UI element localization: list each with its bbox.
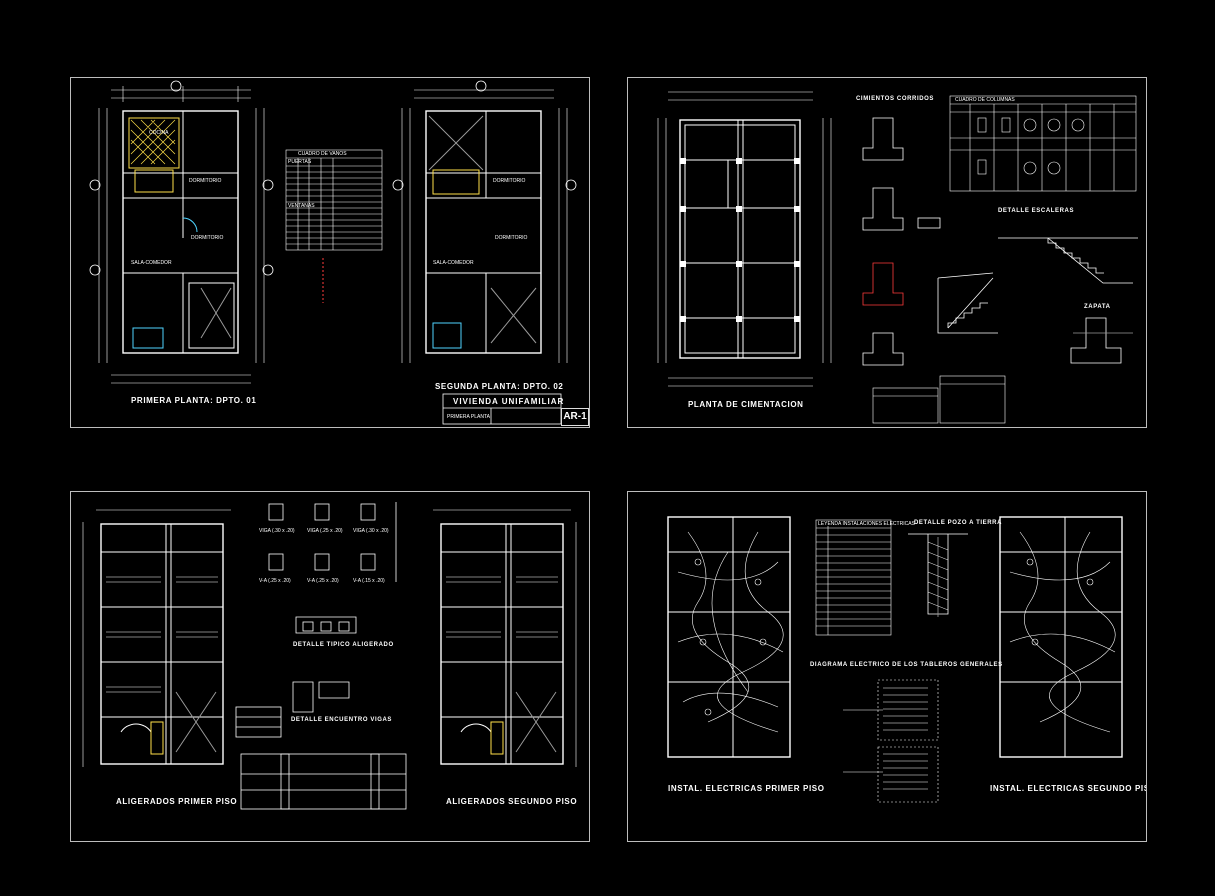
axis-bubbles-2	[392, 80, 577, 191]
foundation-plan	[679, 119, 801, 359]
titleblock-subtitle: PRIMERA PLANTA	[447, 414, 490, 420]
axis-bubbles-1	[89, 80, 274, 276]
beam-label: VIGA (.25 x .20)	[307, 528, 343, 534]
stair-detail	[917, 217, 1138, 334]
beam-label: VIGA (.30 x .20)	[259, 528, 295, 534]
notes-box	[872, 375, 1006, 424]
room-label: SALA-COMEDOR	[131, 260, 172, 266]
slabs-drawing	[82, 502, 577, 810]
sheet-foundation: CUADRO DE COLUMNAS CIMIENTOS CORRIDOS DE…	[627, 77, 1147, 428]
table-group: PUERTAS	[288, 159, 312, 165]
room-label: COCINA	[149, 130, 169, 136]
detail-title: DETALLE ENCUENTRO VIGAS	[291, 717, 393, 723]
electrical-plan-2	[999, 516, 1123, 758]
foundation-dimensions	[657, 91, 832, 387]
detail-title: ZAPATA	[1084, 304, 1111, 310]
room-label: DORMITORIO	[495, 235, 528, 241]
beam-sections	[268, 502, 397, 582]
project-title: VIVIENDA UNIFAMILIAR	[453, 397, 565, 406]
floor-plan-1	[122, 110, 239, 354]
plan1-caption: PRIMERA PLANTA: DPTO. 01	[131, 396, 257, 405]
electrical-plan-1	[667, 516, 791, 758]
ground-well-detail	[908, 533, 968, 617]
beam-label: V-A (.15 x .20)	[353, 578, 385, 584]
zapata-detail	[1070, 317, 1133, 364]
openings-table	[285, 149, 383, 251]
electrical-circuits-1	[677, 531, 784, 733]
slab-caption-left: ALIGERADOS PRIMER PISO	[116, 797, 238, 806]
room-label: DORMITORIO	[191, 235, 224, 241]
table-title: CUADRO DE VANOS	[298, 151, 347, 157]
column-marks	[680, 158, 800, 322]
vigas-detail	[235, 681, 350, 738]
aligerado-detail	[295, 616, 357, 634]
slab-joists-1	[106, 576, 218, 693]
columns-table	[949, 95, 1137, 192]
electrical-drawing	[667, 516, 1123, 803]
legend-title: LEYENDA INSTALACIONES ELECTRICAS	[818, 521, 915, 527]
plan2-caption: SEGUNDA PLANTA: DPTO. 02	[435, 382, 564, 391]
dimension-lines-1	[98, 86, 265, 384]
slab-plan-2	[440, 523, 564, 765]
foundation-caption: PLANTA DE CIMENTACION	[688, 400, 804, 409]
detail-title: CIMIENTOS CORRIDOS	[856, 96, 935, 102]
room-label: DORMITORIO	[189, 178, 222, 184]
dimension-lines-2	[401, 89, 568, 363]
electrical-legend	[815, 519, 892, 636]
sheet-number: AR-1	[561, 408, 589, 426]
floor-plan-1-hatch	[130, 119, 176, 165]
sheet-electrical: LEYENDA INSTALACIONES ELECTRICAS DETALLE…	[627, 491, 1147, 842]
beam-label: V-A (.25 x .20)	[307, 578, 339, 584]
room-label: SALA-COMEDOR	[433, 260, 474, 266]
diagram-title: DIAGRAMA ELECTRICO DE LOS TABLEROS GENER…	[810, 662, 1003, 668]
room-label: DORMITORIO	[493, 178, 526, 184]
floor-plan-2	[425, 110, 542, 354]
sheet-architecture: COCINA DORMITORIO DORMITORIO SALA-COMEDO…	[70, 77, 590, 428]
electrical-caption-right: INSTAL. ELECTRICAS SEGUNDO PISO	[990, 784, 1147, 793]
panel-diagram	[843, 679, 939, 803]
detail-title: DETALLE TIPICO ALIGERADO	[293, 642, 394, 648]
footing-details	[862, 117, 904, 366]
electrical-caption-left: INSTAL. ELECTRICAS PRIMER PISO	[668, 784, 825, 793]
detail-title: DETALLE ESCALERAS	[998, 208, 1075, 214]
slab-joists-2	[446, 576, 558, 638]
table-group: VENTANAS	[288, 203, 315, 209]
beam-elevation	[240, 753, 407, 810]
sheet-slabs: VIGA (.30 x .20) VIGA (.25 x .20) VIGA (…	[70, 491, 590, 842]
foundation-drawing	[657, 91, 1138, 424]
slab-plan-1	[100, 523, 224, 765]
detail-title: DETALLE POZO A TIERRA	[914, 520, 1003, 526]
ground-well-hatch	[927, 541, 949, 611]
slab-dimensions	[82, 509, 577, 767]
architecture-drawing	[89, 80, 577, 425]
beam-label: V-A (.25 x .20)	[259, 578, 291, 584]
columns-table-title: CUADRO DE COLUMNAS	[955, 97, 1015, 103]
slab-caption-right: ALIGERADOS SEGUNDO PISO	[446, 797, 578, 806]
beam-label: VIGA (.30 x .20)	[353, 528, 389, 534]
electrical-circuits-2	[1009, 531, 1116, 733]
